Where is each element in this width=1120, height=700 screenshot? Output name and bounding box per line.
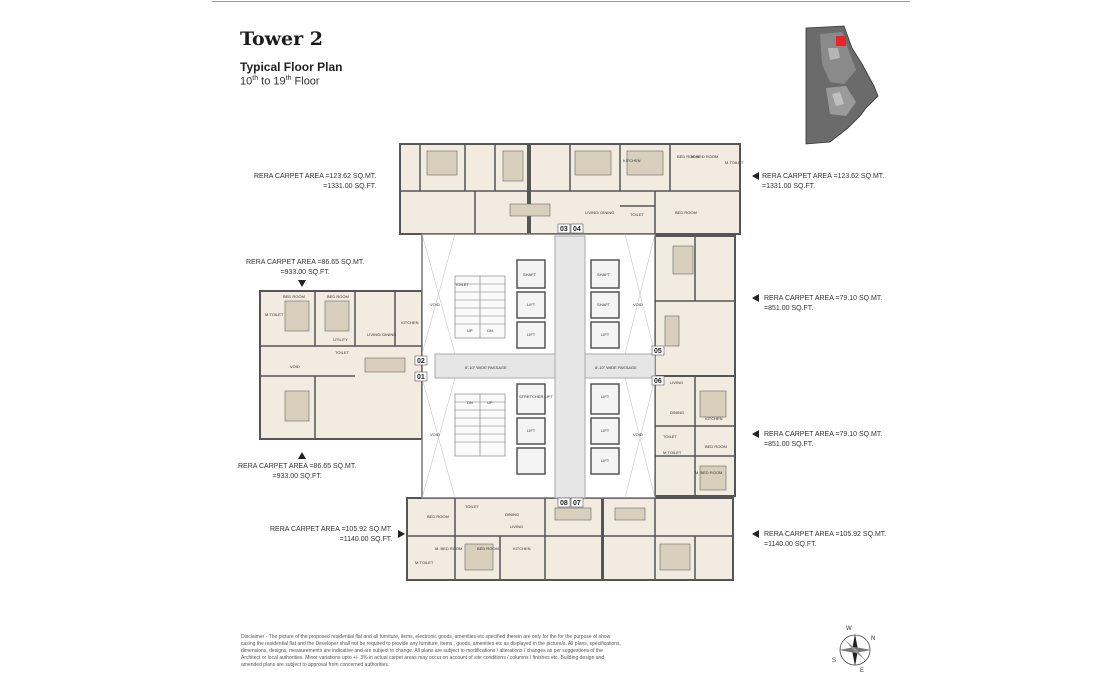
room-label: TOILET <box>455 282 469 287</box>
disclaimer-text: Disclaimer - The picture of the proposed… <box>241 634 621 668</box>
room-label: M. BED ROOM <box>435 546 462 551</box>
page-title: Tower 2 <box>240 28 323 50</box>
room-label: LIFT <box>601 428 610 433</box>
room-label: M.TOILET <box>415 560 434 565</box>
room-label: LIVING/ DINING <box>367 332 396 337</box>
room-label: LIFT <box>601 458 610 463</box>
room-label: KITCHEN <box>513 546 531 551</box>
room-label: DINING <box>670 410 684 415</box>
floor-suffix: Floor <box>291 75 320 88</box>
floor-to: to 19 <box>258 75 286 88</box>
room-label: LIVING <box>510 524 523 529</box>
room-label: SHAFT <box>597 272 611 277</box>
compass-north-label: N <box>871 636 875 642</box>
floor-to-sup: th <box>285 75 292 82</box>
room-label: LIFT <box>601 394 610 399</box>
area-label-mid-left-top: RERA CARPET AREA =86.65 SQ.MT.=933.00 SQ… <box>246 259 365 276</box>
room-label: VOID <box>633 302 643 307</box>
room-label: VOID <box>290 364 300 369</box>
room-label: VOID <box>430 432 440 437</box>
passage-label: 8'-10" WIDE PASSAGE <box>465 365 507 370</box>
area-label-top-left: RERA CARPET AREA =123.62 SQ.MT.=1331.00 … <box>254 173 377 190</box>
room-label: KITCHEN <box>705 416 723 421</box>
floor-plan-diagram: 01 02 03 04 05 06 07 08 KITCHEN BED ROOM… <box>259 143 744 581</box>
compass-south-label: S <box>832 658 836 664</box>
flat-number-06: 06 <box>654 378 662 385</box>
room-label: KITCHEN <box>623 158 641 163</box>
room-label: TOILET <box>465 504 479 509</box>
compass-east-label: E <box>860 668 864 674</box>
compass-icon: W N S E <box>832 626 875 674</box>
room-label: BED ROOM <box>705 444 727 449</box>
flat-number-03: 03 <box>560 226 568 233</box>
top-divider-line <box>212 1 910 2</box>
flat-number-01: 01 <box>417 374 425 381</box>
room-label: BED ROOM <box>477 546 499 551</box>
area-label-top-right: RERA CARPET AREA =123.62 SQ.MT.=1331.00 … <box>762 173 885 190</box>
room-label: BED ROOM <box>677 154 699 159</box>
room-label: UTILITY <box>333 337 348 342</box>
room-label: BED ROOM <box>327 294 349 299</box>
room-label: LIVING <box>670 380 683 385</box>
horizontal-passage <box>434 353 656 379</box>
floor-range: 10th to 19th Floor <box>240 75 320 88</box>
room-label: LIFT <box>601 332 610 337</box>
room-label: TOILET <box>335 350 349 355</box>
room-label: VOID <box>430 302 440 307</box>
passage-label: 8'-10" WIDE PASSAGE <box>595 365 637 370</box>
room-label: STRETCHER LIFT <box>519 394 553 399</box>
room-label: UP <box>467 328 473 333</box>
room-label: BED ROOM <box>283 294 305 299</box>
flat-number-08: 08 <box>560 500 568 507</box>
arrow-icon <box>752 530 759 538</box>
flat-number-05: 05 <box>654 348 662 355</box>
room-label: TOILET <box>630 212 644 217</box>
floor-from-sup: th <box>252 75 259 82</box>
room-label: M. BED ROOM <box>691 154 718 159</box>
flat-number-02: 02 <box>417 358 425 365</box>
floor-from: 10 <box>240 75 253 88</box>
arrow-icon <box>752 430 759 438</box>
area-label-bottom-right: RERA CARPET AREA =105.92 SQ.MT.=1140.00 … <box>764 531 887 548</box>
room-label: BED ROOM <box>427 514 449 519</box>
flat-number-07: 07 <box>573 500 581 507</box>
room-label: SHAFT <box>523 272 537 277</box>
room-label: LIVING/ DINING <box>585 210 614 215</box>
room-label: LIFT <box>527 302 536 307</box>
area-label-mid-left-bottom: RERA CARPET AREA =86.65 SQ.MT.=933.00 SQ… <box>238 463 357 480</box>
key-plan-map <box>800 24 880 146</box>
room-label: LIFT <box>527 428 536 433</box>
compass-west-label: W <box>846 626 852 632</box>
room-label: M.TOILET <box>663 450 682 455</box>
room-label: DINING <box>505 512 519 517</box>
room-label: SHAFT <box>597 302 611 307</box>
room-label: M. BED ROOM <box>695 470 722 475</box>
arrow-icon <box>298 452 306 459</box>
room-label: DN <box>467 400 473 405</box>
room-label: TOILET <box>663 434 677 439</box>
area-label-mid-right-bottom: RERA CARPET AREA =79.10 SQ.MT.=851.00 SQ… <box>764 431 883 448</box>
room-label: VOID <box>633 432 643 437</box>
arrow-icon <box>298 280 306 287</box>
area-label-mid-right-top: RERA CARPET AREA =79.10 SQ.MT.=851.00 SQ… <box>764 295 883 312</box>
room-label: M.TOILET <box>265 312 284 317</box>
flat-number-04: 04 <box>573 226 581 233</box>
room-label: UP <box>487 400 493 405</box>
plan-subtitle: Typical Floor Plan <box>240 60 343 74</box>
area-label-bottom-left: RERA CARPET AREA =105.92 SQ.MT.=1140.00 … <box>270 526 393 543</box>
vertical-passage <box>554 235 586 499</box>
arrow-icon <box>752 172 759 180</box>
room-label: M.TOILET <box>725 160 744 165</box>
room-label: DN <box>487 328 493 333</box>
room-label: LIFT <box>527 332 536 337</box>
room-label: BED ROOM <box>675 210 697 215</box>
tower-highlight <box>836 36 846 46</box>
room-label: KITCHEN <box>401 320 419 325</box>
arrow-icon <box>752 294 759 302</box>
